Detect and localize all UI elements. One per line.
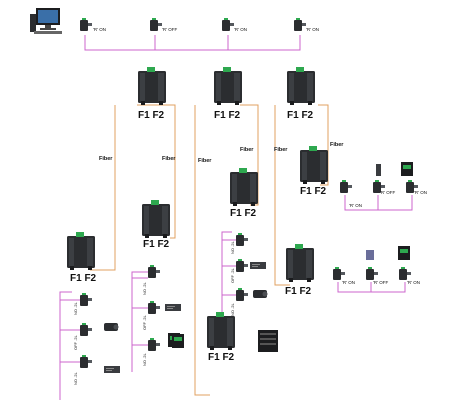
ups-icon [172, 334, 184, 348]
fiber-switch-icon [142, 200, 170, 238]
fiber-switch-icon [214, 67, 242, 105]
media-converter-icon [148, 338, 160, 351]
daisy-label: 'R' OFF [162, 27, 177, 32]
media-converter-icon [80, 18, 92, 31]
fiber-label: Fiber [274, 147, 288, 153]
fiber-switch-icon [207, 312, 235, 350]
computer-icon [30, 8, 62, 34]
port-label: OFF .2L [142, 315, 147, 330]
port-label: NO .2L [142, 353, 147, 366]
daisy-label: 'R' ON [407, 280, 420, 285]
fiber-switch-icon [287, 67, 315, 105]
ip-camera-icon [104, 323, 119, 331]
fiber-label: Fiber [99, 156, 113, 162]
dvr-icon [165, 304, 181, 311]
media-converter-icon [80, 293, 92, 306]
port-label: NO .2L [73, 302, 78, 315]
daisy-label: 'R' ON [234, 27, 247, 32]
media-converter-icon [236, 259, 248, 272]
port-label: NO .2L [230, 303, 235, 316]
daisy-label: 'R' ON [342, 280, 355, 285]
switch-ports-label: F1 F2 [70, 273, 97, 284]
switch-ports-label: F1 F2 [138, 110, 165, 121]
fiber-label: Fiber [162, 156, 176, 162]
switch-ports-label: F1 F2 [285, 286, 312, 297]
port-label: NO .2L [73, 372, 78, 385]
daisy-label: 'R' OFF [373, 280, 388, 285]
port-label: NO .2L [142, 282, 147, 295]
daisy-label: 'R' ON [93, 27, 106, 32]
switch-ports-label: F1 F2 [230, 208, 257, 219]
fiber-links [90, 104, 329, 396]
media-converter-icon [150, 18, 162, 31]
media-converter-icon [80, 323, 92, 336]
media-converter-icon [148, 265, 160, 278]
media-converter-icon [333, 267, 345, 280]
ethernet-links [59, 35, 413, 400]
ups-icon [401, 162, 413, 176]
ip-camera-icon [376, 164, 381, 176]
media-converter-icon [399, 267, 411, 280]
media-converter-icon [222, 18, 234, 31]
fiber-switch-icon [230, 168, 258, 206]
ip-camera-icon [366, 250, 374, 260]
switch-ports-label: F1 F2 [208, 352, 235, 363]
media-converter-icon [80, 355, 92, 368]
fiber-switch-icon [67, 232, 95, 270]
fiber-switch-icon [138, 67, 166, 105]
media-converter-icon [340, 180, 352, 193]
port-label: OFF .2L [73, 335, 78, 350]
switch-ports-label: F1 F2 [143, 239, 170, 250]
ups-icon [398, 246, 410, 260]
daisy-label: 'R' OFF [380, 190, 395, 195]
fiber-label: Fiber [240, 147, 254, 153]
media-converter-icon [294, 18, 306, 31]
media-converter-icon [366, 267, 378, 280]
switch-ports-label: F1 F2 [287, 110, 314, 121]
daisy-label: 'R' ON [349, 203, 362, 208]
fiber-switch-icon [300, 146, 328, 184]
fiber-switch-icon [286, 244, 314, 282]
fiber-label: Fiber [198, 158, 212, 164]
daisy-label: 'R' ON [306, 27, 319, 32]
media-converter-icon [148, 301, 160, 314]
port-label: OFF .2L [230, 268, 235, 283]
switch-ports-label: F1 F2 [214, 110, 241, 121]
rack-server-icon [258, 330, 278, 352]
fiber-label: Fiber [330, 142, 344, 148]
ip-camera-icon [253, 290, 268, 298]
port-label: NO .2L [230, 241, 235, 254]
switch-ports-label: F1 F2 [300, 186, 327, 197]
media-converter-icon [236, 233, 248, 246]
media-converter-icon [236, 288, 248, 301]
daisy-label: 'R' ON [414, 190, 427, 195]
dvr-icon [104, 366, 120, 373]
dvr-icon [250, 262, 266, 269]
